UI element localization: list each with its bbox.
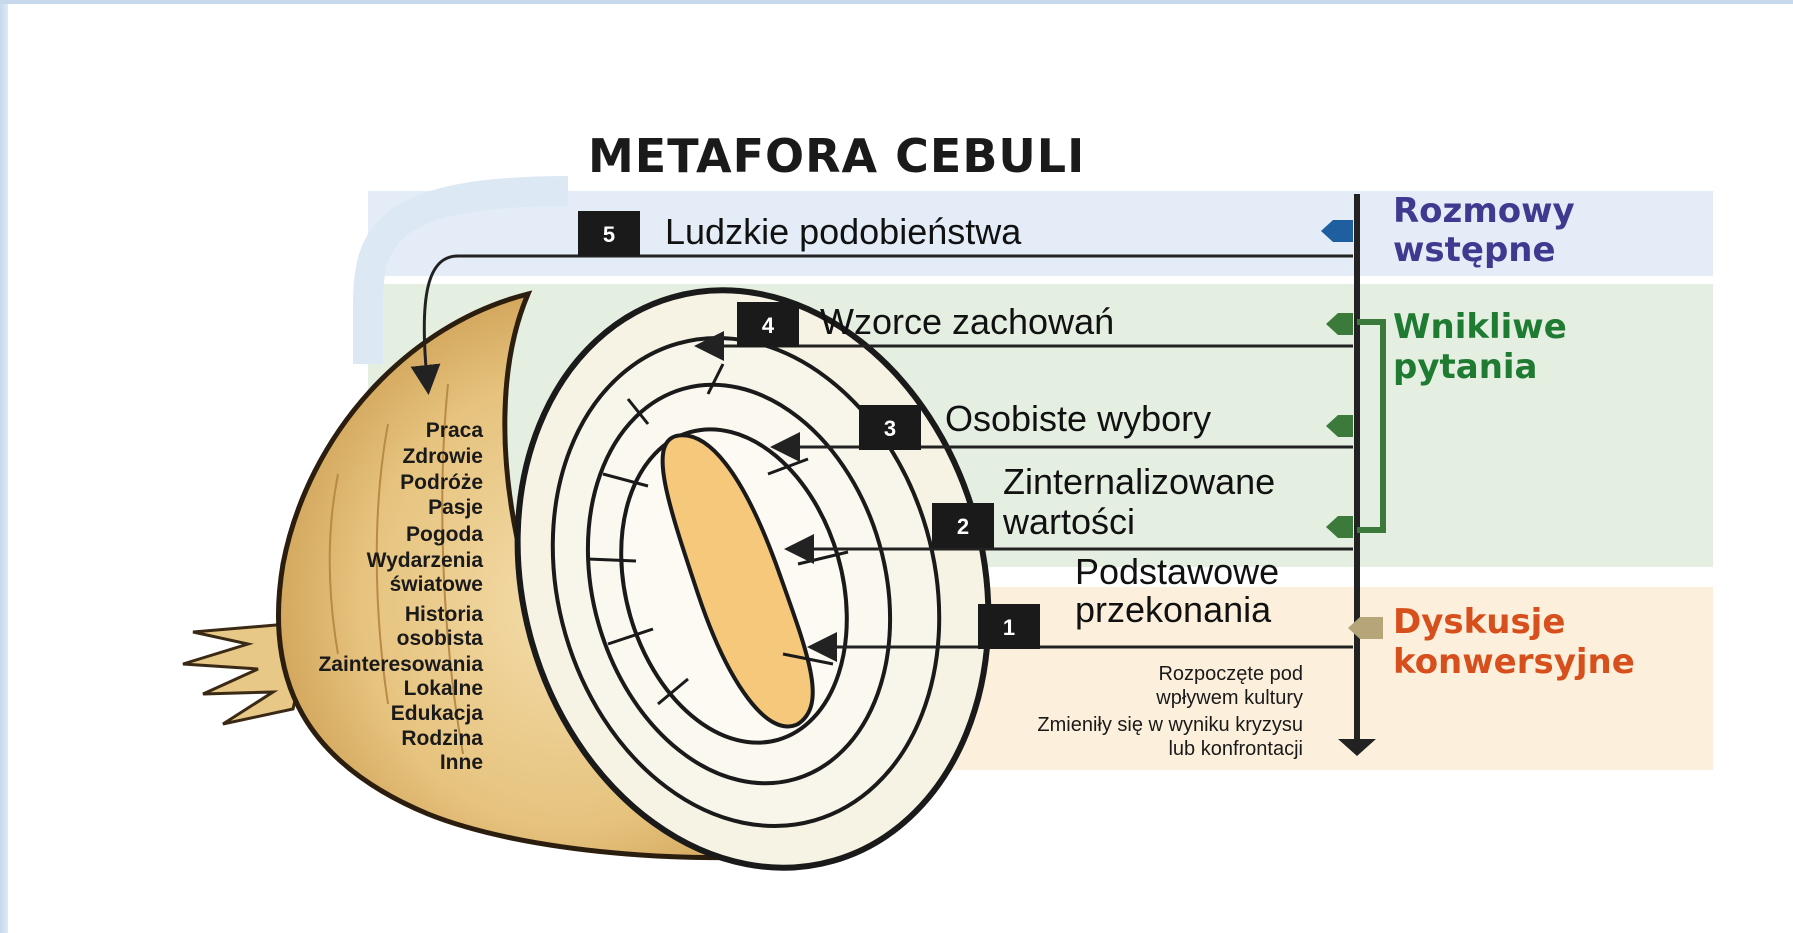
- topic-item: Zainteresowania: [318, 653, 483, 676]
- topic-item: Wydarzenia: [367, 549, 484, 572]
- note-line: Zmieniły się w wyniku kryzysu: [1037, 714, 1303, 736]
- stage-1-label-line-1: Rozmowy: [1393, 191, 1575, 231]
- layer-3-number: 3: [884, 416, 896, 441]
- note-line: Rozpoczęte pod: [1158, 663, 1303, 685]
- layer-1-number: 1: [1003, 615, 1015, 640]
- layer-4-label: Wzorce zachowań: [820, 301, 1114, 342]
- note-line: wpływem kultury: [1155, 687, 1303, 709]
- topic-item: Podróże: [400, 471, 483, 494]
- note-line: lub konfrontacji: [1168, 738, 1303, 760]
- layer-2-number: 2: [957, 514, 969, 539]
- topic-item: Lokalne: [404, 677, 483, 700]
- stage-3-label-line-1: Dyskusje: [1393, 602, 1565, 642]
- topic-item: Praca: [426, 419, 484, 442]
- diagram-title: METAFORA CEBULI: [588, 129, 1085, 183]
- layer-5-number: 5: [603, 222, 615, 247]
- layer-2-label-line-1: Zinternalizowane: [1003, 461, 1275, 502]
- topic-item: Edukacja: [391, 702, 484, 725]
- layer-3-label: Osobiste wybory: [945, 398, 1211, 439]
- diagram-canvas: METAFORA CEBULI 5 Ludzkie podobieństwa 4…: [8, 4, 1793, 933]
- topic-item: Pasje: [428, 496, 483, 519]
- topic-item: Rodzina: [401, 727, 483, 750]
- stage-3-label-line-2: konwersyjne: [1393, 642, 1635, 682]
- layer-5-label: Ludzkie podobieństwa: [665, 211, 1022, 252]
- topic-item: światowe: [390, 573, 483, 596]
- topic-item: osobista: [397, 627, 484, 650]
- layer-2-label-line-2: wartości: [1002, 501, 1135, 542]
- topic-item: Zdrowie: [402, 445, 483, 468]
- onion-diagram: METAFORA CEBULI 5 Ludzkie podobieństwa 4…: [8, 4, 1793, 933]
- stage-1-label-line-2: wstępne: [1393, 230, 1556, 270]
- stage-2-label-line-2: pytania: [1393, 347, 1538, 387]
- topic-item: Historia: [405, 603, 484, 626]
- layer-1-label-line-2: przekonania: [1075, 589, 1272, 630]
- topic-item: Pogoda: [406, 523, 483, 546]
- stage-2-label-line-1: Wnikliwe: [1393, 307, 1567, 347]
- layer-4-number: 4: [762, 313, 775, 338]
- topic-item: Inne: [440, 751, 483, 774]
- layer-1-label-line-1: Podstawowe: [1075, 551, 1279, 592]
